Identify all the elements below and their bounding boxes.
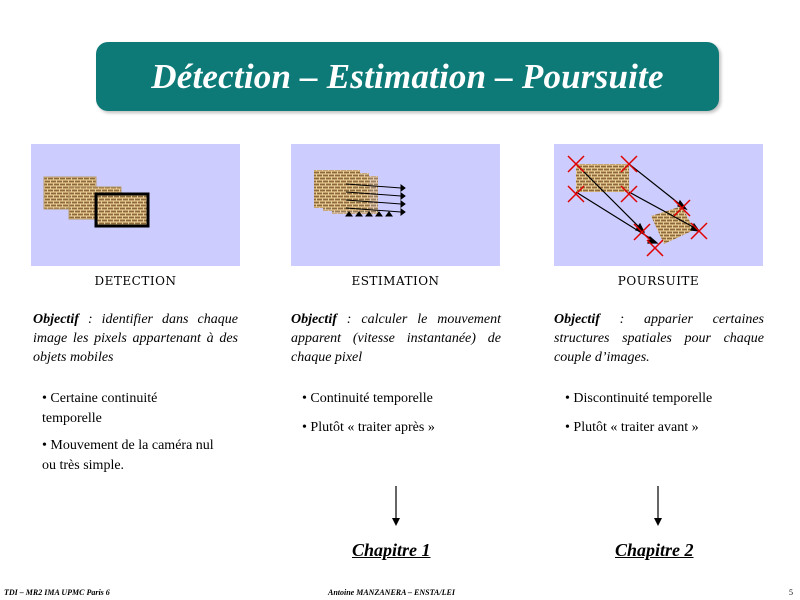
caption-poursuite: POURSUITE — [617, 274, 700, 288]
page-number: 5 — [789, 588, 793, 597]
footer-left: TDI – MR2 IMA UPMC Paris 6 — [4, 588, 110, 597]
bullet-item: • Discontinuité temporelle — [565, 391, 713, 406]
objective-poursuite: Objectif : apparier certaines structures… — [554, 310, 764, 367]
bullet-item: • Plutôt « traiter avant » — [565, 420, 699, 435]
down-arrow-icon — [654, 486, 662, 526]
structure-before — [576, 164, 629, 192]
title-banner: Détection – Estimation – Poursuite — [96, 42, 719, 111]
objective-text: : identifier dans chaque image les pixel… — [33, 312, 238, 365]
objective-text: : apparier certaines structures spatiale… — [554, 312, 764, 365]
detection-illustration — [31, 144, 240, 266]
objective-text: : calculer le mouvement apparent (vitess… — [291, 312, 501, 365]
caption-estimation: ESTIMATION — [351, 274, 440, 288]
objective-label: Objectif — [554, 312, 600, 327]
structure-after — [651, 206, 694, 244]
estimation-illustration — [291, 144, 500, 266]
motion-vectors — [345, 183, 406, 217]
down-arrow-icon — [392, 486, 400, 526]
objective-label: Objectif — [33, 312, 79, 327]
objective-detection: Objectif : identifier dans chaque image … — [33, 310, 238, 367]
bullet-item: • Continuité temporelle — [302, 391, 433, 406]
chapter-1-link[interactable]: Chapitre 1 — [352, 540, 431, 560]
chapter-2-link[interactable]: Chapitre 2 — [615, 540, 694, 560]
footer-center: Antoine MANZANERA – ENSTA/LEI — [328, 588, 455, 597]
objective-label: Objectif — [291, 312, 337, 327]
bullet-item: • Certaine continuité temporelle — [42, 391, 158, 426]
cross-markers — [567, 155, 708, 257]
bullet-item: • Mouvement de la caméra nul ou très sim… — [42, 438, 214, 473]
poursuite-illustration — [554, 144, 763, 266]
objective-estimation: Objectif : calculer le mouvement apparen… — [291, 310, 501, 367]
frame-3 — [94, 192, 150, 228]
bullet-item: • Plutôt « traiter après » — [302, 420, 435, 435]
page-title: Détection – Estimation – Poursuite — [151, 56, 664, 96]
caption-detection: DETECTION — [94, 274, 177, 288]
